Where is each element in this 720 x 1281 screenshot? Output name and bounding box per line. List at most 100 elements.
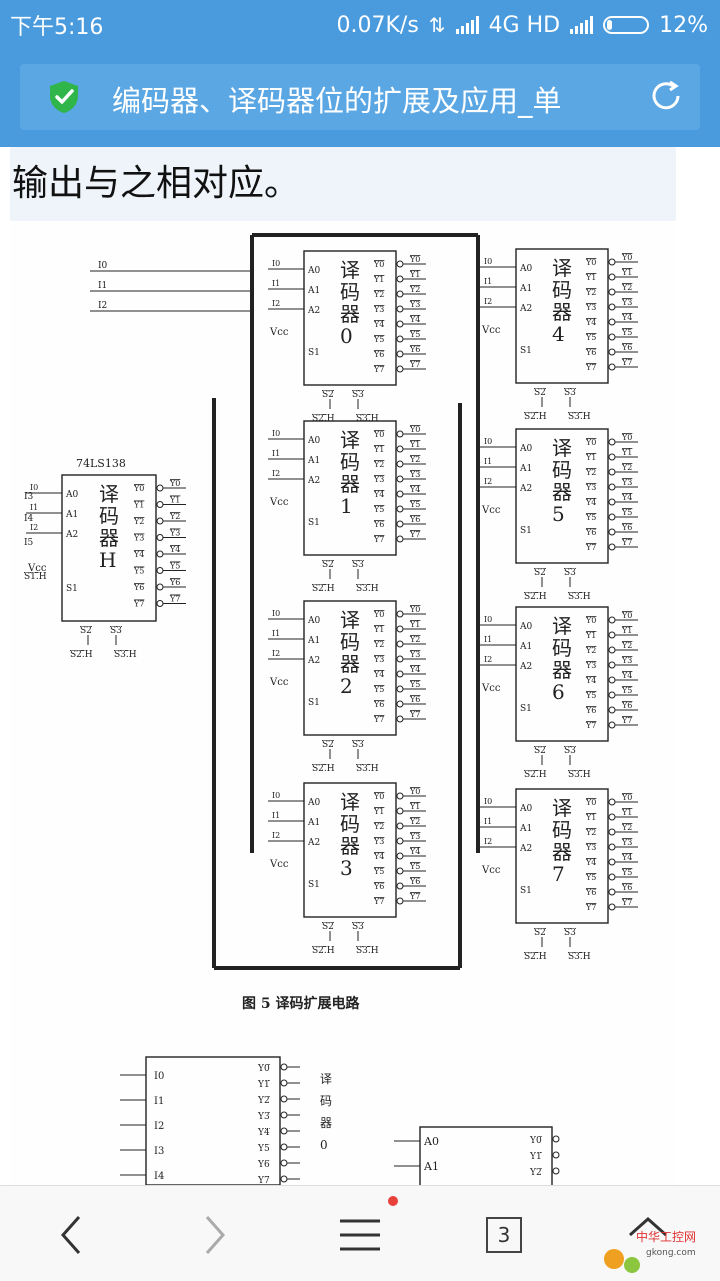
- output-net-label: Y0: [621, 433, 632, 442]
- output-net-label: Y6: [409, 695, 420, 704]
- inverter-bubble: [608, 348, 616, 356]
- addr-input-label: I2: [484, 297, 492, 306]
- decoder-box: [303, 250, 397, 386]
- status-right: 0.07K/s ⇅ 4G HD 12%: [337, 13, 709, 38]
- inverter-bubble: [156, 550, 164, 558]
- reload-icon[interactable]: [648, 78, 684, 114]
- output-net-label: Y6: [409, 515, 420, 524]
- output-net-label: Y3: [409, 650, 420, 659]
- network-speed: 0.07K/s: [336, 12, 419, 38]
- addr-input-label: I0: [484, 437, 492, 446]
- inverter-bubble: [608, 828, 616, 836]
- inverter-bubble: [156, 534, 164, 541]
- output-net-label: Y0: [409, 425, 420, 434]
- pin-a2: A2: [307, 656, 320, 666]
- pin-s2: S2: [322, 390, 334, 400]
- chevron-right-icon: [205, 1216, 226, 1254]
- pin-s1: S1: [308, 880, 320, 890]
- inverter-bubble: [280, 1175, 288, 1183]
- vcc-label: Vcc: [269, 497, 289, 508]
- enable-label-s2: S2.H: [524, 592, 547, 602]
- inverter-bubble: [156, 600, 164, 607]
- pin-a2: A2: [519, 304, 532, 314]
- output-net-label: Y4: [409, 665, 420, 674]
- output-net-label: Y5: [409, 330, 420, 339]
- inverter-bubble: [396, 335, 404, 343]
- bottom-output-label: Y7: [257, 1176, 270, 1185]
- pin-s2: S2: [80, 626, 92, 636]
- output-net-label: Y1: [621, 448, 632, 457]
- pin-s2: S2: [534, 746, 546, 756]
- home-button[interactable]: [618, 1208, 678, 1262]
- inverter-bubble: [396, 715, 404, 723]
- bottom-right-pin: A0: [423, 1135, 439, 1148]
- inverter-bubble: [608, 453, 616, 461]
- back-button[interactable]: [40, 1208, 100, 1262]
- inverter-bubble: [396, 897, 404, 905]
- data-arrows-icon: ⇅: [428, 13, 446, 37]
- menu-button[interactable]: [330, 1196, 398, 1262]
- tabs-button[interactable]: 3: [474, 1208, 534, 1262]
- bottom-output-label: Y3: [257, 1112, 270, 1122]
- output-pin-label: Y7: [373, 897, 384, 906]
- enable-label-s3: S3.H: [356, 764, 379, 774]
- output-net-label: Y3: [621, 838, 632, 847]
- address-bar[interactable]: 编码器、译码器位的扩展及应用_单: [20, 64, 700, 130]
- decoder-label-char: 译: [552, 436, 572, 460]
- output-net-label: Y7: [409, 530, 420, 539]
- inverter-bubble: [396, 445, 404, 453]
- addr-input-label: I1: [484, 635, 492, 644]
- signal-icon-2: [570, 16, 594, 34]
- inverter-bubble: [396, 655, 404, 663]
- output-net-label: Y4: [409, 847, 420, 856]
- inverter-bubble: [608, 528, 616, 536]
- pin-a1: A1: [519, 824, 532, 834]
- bottom-input-label: I0: [154, 1071, 164, 1082]
- addr-input-label: I1: [272, 279, 280, 288]
- inverter-bubble: [608, 363, 616, 371]
- inverter-bubble: [280, 1127, 288, 1135]
- output-net-label: Y0: [409, 787, 420, 796]
- inverter-bubble: [552, 1135, 560, 1143]
- output-pin-label: Y3: [585, 303, 596, 312]
- output-pin-label: Y4: [373, 670, 384, 679]
- top-input-label: I1: [98, 281, 107, 291]
- enable-label-s2: S2.H: [312, 414, 335, 424]
- right-margin: [676, 147, 720, 1185]
- output-pin-label: Y2: [373, 290, 384, 299]
- addr-input-label: I1: [272, 811, 280, 820]
- output-pin-label: Y3: [585, 483, 596, 492]
- output-net-label: Y7: [169, 595, 180, 604]
- forward-button[interactable]: [186, 1208, 246, 1262]
- battery-icon: [603, 16, 650, 34]
- decoder-label-char: 器: [340, 302, 360, 326]
- output-pin-label: Y7: [585, 903, 596, 912]
- pin-s2: S2: [534, 568, 546, 578]
- inverter-bubble: [608, 858, 616, 866]
- output-pin-label: Y0: [585, 616, 596, 625]
- addr-input-label: I2: [272, 831, 280, 840]
- enable-label-s3: S3.H: [568, 770, 591, 780]
- inverter-bubble: [396, 837, 404, 845]
- pin-a1: A1: [519, 284, 532, 294]
- output-net-label: Y1: [409, 802, 420, 811]
- output-pin-label: Y6: [133, 583, 144, 592]
- decoder-box: [303, 600, 397, 736]
- output-pin-label: Y4: [585, 498, 596, 507]
- output-pin-label: Y6: [373, 520, 384, 529]
- output-net-label: Y3: [409, 832, 420, 841]
- inverter-bubble: [396, 430, 404, 438]
- output-pin-label: Y2: [373, 822, 384, 831]
- pin-a1: A1: [519, 642, 532, 652]
- inverter-bubble: [608, 438, 616, 446]
- output-pin-label: Y5: [585, 873, 596, 882]
- addr-input-label: I0: [484, 257, 492, 266]
- inverter-bubble: [396, 822, 404, 830]
- enable-label-s3: S3.H: [568, 592, 591, 602]
- decoder-label-char: H: [99, 548, 116, 572]
- inverter-bubble: [608, 543, 616, 551]
- inverter-bubble: [552, 1167, 560, 1175]
- addr-input-label: I1: [272, 449, 280, 458]
- output-pin-label: Y6: [373, 882, 384, 891]
- inverter-bubble: [608, 706, 616, 714]
